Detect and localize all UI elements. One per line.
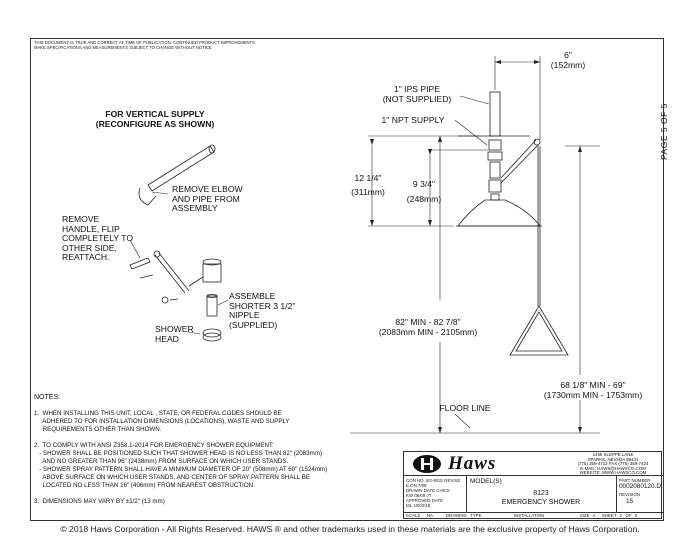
revision-value: 15 xyxy=(626,498,634,505)
model-label: MODEL(S) xyxy=(470,478,502,485)
npt-supply-label: 1" NPT SUPPLY xyxy=(381,115,445,125)
dim-12in: 12 1/4"(311mm) xyxy=(351,173,385,197)
note-line: - SHOWER SHALL BE POSITIONED SUCH THAT S… xyxy=(34,450,322,457)
brand-name: Haws xyxy=(448,453,497,474)
haws-logo-icon xyxy=(413,455,441,473)
drawing-sheet xyxy=(30,38,664,521)
floor-line-label: FLOOR LINE xyxy=(439,403,491,413)
model-description: EMERGENCY SHOWER xyxy=(501,499,581,506)
notes-list: 1. WHEN INSTALLING THIS UNIT, LOCAL , ST… xyxy=(34,410,404,506)
notes-title: NOTES: xyxy=(34,394,61,401)
elbow-pipe-drawing xyxy=(138,144,216,206)
disclaimer-text: THIS DOCUMENT IS TRUE AND CORRECT AT TIM… xyxy=(34,40,255,50)
part-number: 0002080120.D xyxy=(619,483,661,490)
note-line xyxy=(34,434,404,442)
vertical-supply-heading: FOR VERTICAL SUPPLY (RECONFIGURE AS SHOW… xyxy=(95,109,215,129)
note-line: 2. TO COMPLY WITH ANSI Z358.1-2014 FOR E… xyxy=(34,442,274,449)
part-number-label: PART NUMBER xyxy=(619,478,651,483)
note-line: REQUIREMENTS OTHER THAN SHOWN. xyxy=(34,426,162,433)
note-line: ABOVE SURFACE ON WHICH USER STANDS, AND … xyxy=(34,474,310,481)
note-line: ADHERED TO FOR INSTALLATION DIMENSIONS (… xyxy=(34,418,290,425)
copyright-footer: © 2018 Haws Corporation - All Rights Res… xyxy=(60,524,640,534)
revision-history: CON NO. 8G-9031 REVISE E.ON 7/08 DRAWN D… xyxy=(406,478,461,508)
dimension-arrows xyxy=(370,60,582,433)
note-line: 1. WHEN INSTALLING THIS UNIT, LOCAL , ST… xyxy=(34,410,282,417)
note-line: - SHOWER SPRAY PATTERN SHALL HAVE A MINI… xyxy=(34,466,328,473)
note-line: 3. DIMENSIONS MAY VARY BY ±1/2" (13 mm) xyxy=(34,498,165,505)
note-line: LOCATED NO LESS THAN 16" (406mm) FROM NE… xyxy=(34,482,255,489)
revision-label: REVISION xyxy=(619,492,640,497)
note-line xyxy=(34,490,404,498)
note-line: AND NO GREATER THAN 96" (2438mm) FROM SU… xyxy=(34,458,289,465)
ips-pipe-label: 1" IPS PIPE(NOT SUPPLIED) xyxy=(382,84,452,104)
dim-height: 82" MIN - 82 7/8"(2083mm MIN - 2105mm) xyxy=(378,317,478,337)
dim-9in: 9 3/4"(248mm) xyxy=(406,179,442,204)
leader-lines xyxy=(129,191,229,335)
handle-parts-drawing xyxy=(129,250,190,304)
title-block-bottom-row: SCALE NA DRAWING TYPE INSTALLATION SIZE … xyxy=(406,513,638,518)
dim-handle-height: 68 1/8" MIN - 69"(1730mm MIN - 1753mm) xyxy=(543,380,643,400)
valve-drawing xyxy=(188,258,222,342)
dimension-lines xyxy=(350,56,600,434)
shower-assembly-drawing xyxy=(456,91,569,356)
model-number: 8123 xyxy=(533,490,549,497)
dim-6in: 6"(152mm) xyxy=(550,50,586,70)
